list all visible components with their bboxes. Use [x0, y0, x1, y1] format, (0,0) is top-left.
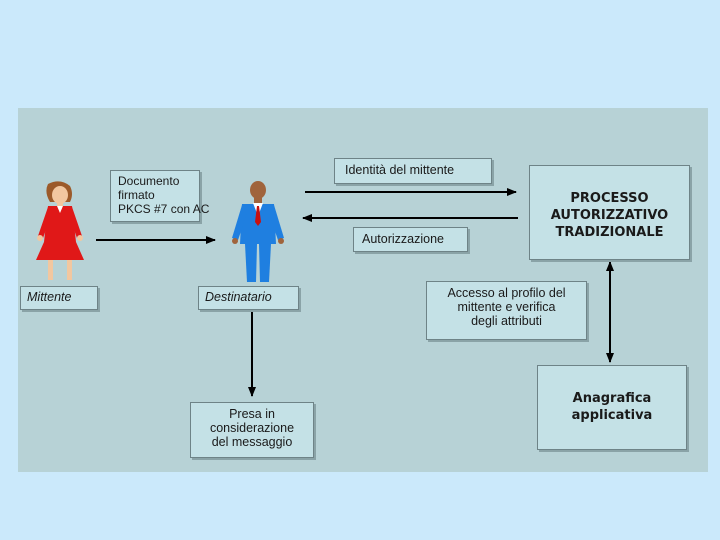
authorization-box: Autorizzazione	[353, 227, 468, 252]
profile-access-box: Accesso al profilo del mittente e verifi…	[426, 281, 587, 340]
man-blue-suit-icon	[232, 181, 284, 282]
recipient-figure	[228, 178, 288, 289]
sender-label: Mittente	[20, 286, 98, 310]
traditional-authorization-process-box: PROCESSO AUTORIZZATIVO TRADIZIONALE	[529, 165, 690, 260]
recipient-label: Destinatario	[198, 286, 299, 310]
sender-figure	[30, 180, 90, 289]
woman-red-dress-icon	[36, 181, 84, 280]
application-registry-box: Anagrafica applicativa	[537, 365, 687, 450]
signed-document-box: Documento firmato PKCS #7 con AC	[110, 170, 209, 222]
sender-identity-box: Identità del mittente	[334, 158, 492, 184]
message-consideration-box: Presa in considerazione del messaggio	[190, 402, 314, 458]
